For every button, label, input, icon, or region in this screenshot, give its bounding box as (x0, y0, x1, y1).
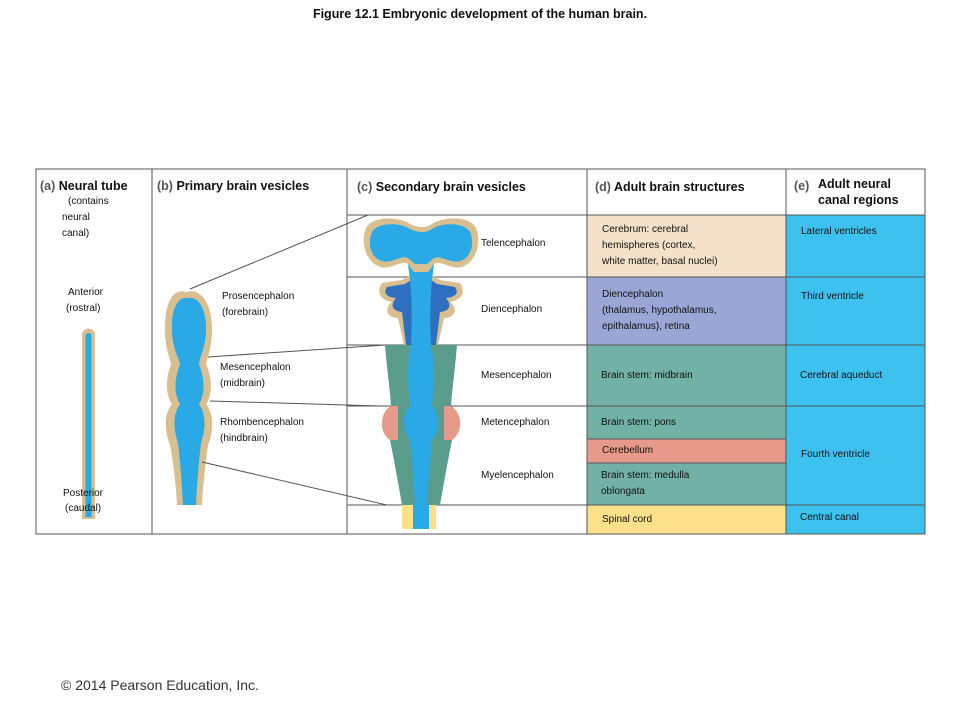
header-a-text: Neural tube (58, 179, 128, 193)
header-e-line1: Adult neural (818, 177, 891, 191)
header-a: (a) Neural tube (40, 179, 128, 193)
caudal-label: (caudal) (65, 503, 102, 514)
header-e-letter-wrap: (e) (794, 179, 809, 193)
cell-d-diencephalon-bg (587, 277, 786, 345)
midbrain-label: (midbrain) (220, 378, 266, 389)
header-d-text: Adult brain structures (613, 180, 745, 194)
primary-vesicles-shape (164, 291, 213, 505)
medulla-line2: oblongata (601, 486, 645, 497)
cerebrum-line2: hemispheres (cortex, (602, 240, 696, 251)
header-c-letter: (c) (357, 180, 373, 194)
hindbrain-label: (hindbrain) (220, 433, 268, 444)
neural-tube-sub-3: canal) (62, 228, 90, 239)
rostral-label: (rostral) (66, 303, 101, 314)
neural-tube-sub-1: (contains (68, 196, 109, 207)
header-e-letter: (e) (794, 179, 810, 193)
copyright: © 2014 Pearson Education, Inc. (61, 677, 259, 693)
cell-d-telencephalon-bg (587, 215, 786, 277)
lateral-ventricles-label: Lateral ventricles (801, 226, 877, 237)
fourth-ventricle-label: Fourth ventricle (801, 449, 870, 460)
cell-d-midbrain-bg (587, 345, 786, 406)
telencephalon-label: Telencephalon (481, 238, 546, 249)
cerebrum-line1: Cerebrum: cerebral (602, 224, 689, 235)
cerebellum-label: Cerebellum (602, 445, 654, 456)
header-c: (c) Secondary brain vesicles (357, 180, 526, 194)
myelencephalon-label: Myelencephalon (481, 470, 554, 481)
cerebrum-line3: white matter, basal nuclei) (602, 256, 718, 267)
secondary-vesicles-shape (363, 218, 479, 529)
header-a-letter: (a) (40, 179, 56, 193)
diencephalon-adult-line2: (thalamus, hypothalamus, (602, 305, 717, 316)
connector-lines (189, 214, 388, 506)
cell-e-bg (786, 215, 925, 534)
rhombencephalon-label: Rhombencephalon (220, 417, 304, 428)
metencephalon-label: Metencephalon (481, 417, 550, 428)
header-b-letter: (b) (157, 179, 173, 193)
header-b: (b) Primary brain vesicles (157, 179, 309, 193)
cell-d-cerebellum-bg (587, 439, 786, 463)
header-d-letter: (d) (595, 180, 611, 194)
mesencephalon-primary-label: Mesencephalon (220, 362, 291, 373)
central-canal-label: Central canal (800, 512, 859, 523)
medulla-line1: Brain stem: medulla (601, 470, 690, 481)
diencephalon-adult-line3: epithalamus), retina (602, 321, 690, 332)
header-c-text: Secondary brain vesicles (375, 180, 526, 194)
neural-tube-sub-2: neural (62, 212, 90, 223)
cerebral-aqueduct-label: Cerebral aqueduct (800, 370, 883, 381)
header-e-line2: canal regions (818, 193, 899, 207)
spinal-cord-label: Spinal cord (602, 514, 653, 525)
cell-d-spinal-bg (587, 505, 786, 534)
diencephalon-secondary-label: Diencephalon (481, 304, 543, 315)
cell-d-medulla-bg (587, 463, 786, 505)
header-b-text: Primary brain vesicles (176, 179, 310, 193)
diencephalon-adult-line1: Diencephalon (602, 289, 664, 300)
third-ventricle-label: Third ventricle (801, 291, 864, 302)
posterior-label: Posterior (63, 488, 104, 499)
mesencephalon-secondary-label: Mesencephalon (481, 370, 552, 381)
header-d: (d) Adult brain structures (595, 180, 745, 194)
anterior-label: Anterior (68, 287, 104, 298)
cell-d-pons-bg (587, 406, 786, 439)
brainstem-pons-label: Brain stem: pons (601, 417, 677, 428)
brainstem-midbrain-label: Brain stem: midbrain (601, 370, 693, 381)
neural-tube-shape (82, 328, 95, 519)
figure-title: Figure 12.1 Embryonic development of the… (312, 7, 648, 21)
forebrain-label: (forebrain) (222, 307, 269, 318)
prosencephalon-label: Prosencephalon (222, 291, 295, 302)
